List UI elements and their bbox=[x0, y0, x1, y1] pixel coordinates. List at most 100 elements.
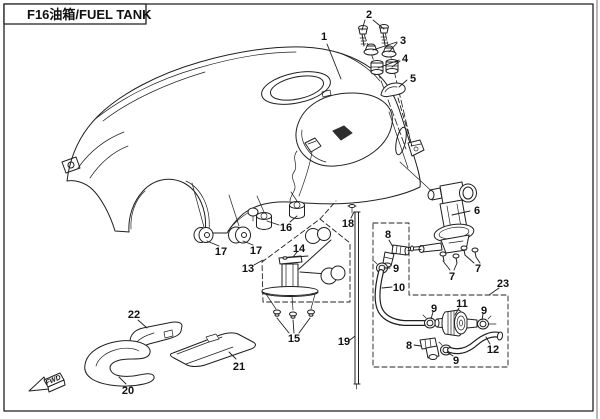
callout-16: 16 bbox=[280, 222, 292, 234]
clamp-icon bbox=[477, 315, 492, 330]
sender-pin-icon bbox=[282, 255, 309, 260]
detail-boxes bbox=[261, 200, 509, 368]
grommet-icon bbox=[256, 212, 272, 230]
bushing-icon bbox=[193, 227, 214, 243]
callout-2: 2 bbox=[366, 9, 372, 21]
tank-connector bbox=[332, 125, 353, 141]
callout-leader-16 bbox=[266, 220, 280, 226]
callout-leader-2 bbox=[372, 19, 385, 30]
hose-detail-box bbox=[372, 222, 509, 368]
bushing-icon bbox=[228, 226, 251, 244]
callout-leader-9 bbox=[481, 313, 484, 321]
callout-12: 12 bbox=[487, 344, 499, 356]
callout-leader-17 bbox=[206, 240, 220, 247]
callout-leader-10 bbox=[381, 286, 393, 289]
callout-leader-15 bbox=[298, 317, 311, 334]
callout-17: 17 bbox=[250, 245, 262, 257]
bolt-icon bbox=[358, 25, 368, 47]
callout-leader-16 bbox=[289, 215, 298, 223]
callout-9: 9 bbox=[481, 305, 487, 317]
rod-bolt-icon bbox=[347, 204, 357, 214]
sender-screw-icon bbox=[307, 309, 315, 317]
callout-leader-17 bbox=[242, 240, 254, 246]
fuel-tank-drawing bbox=[61, 46, 425, 234]
callout-leader-5 bbox=[398, 79, 408, 88]
callout-21: 21 bbox=[233, 361, 245, 373]
callout-leader-9 bbox=[446, 351, 454, 357]
vent-rod-drawing bbox=[347, 204, 361, 390]
callout-leader-7 bbox=[475, 256, 481, 264]
callout-leader-23 bbox=[488, 287, 500, 296]
callout-leader-18 bbox=[350, 211, 355, 219]
callout-7: 7 bbox=[475, 263, 481, 275]
callout-leader-12 bbox=[485, 336, 491, 345]
callout-leader-4 bbox=[377, 59, 400, 69]
clamp-icon bbox=[422, 314, 436, 329]
callout-4: 4 bbox=[402, 53, 409, 65]
callout-14: 14 bbox=[293, 243, 306, 255]
callout-leader-21 bbox=[228, 351, 237, 360]
page-title: F16油箱/FUEL TANK bbox=[27, 7, 152, 22]
callout-leader-7 bbox=[464, 254, 475, 264]
callout-leader-19 bbox=[349, 335, 356, 341]
callout-leader-6 bbox=[451, 210, 471, 216]
callout-leader-8 bbox=[413, 344, 422, 347]
rubber-pad-icon bbox=[84, 340, 155, 387]
callout-leader-22 bbox=[137, 319, 148, 329]
rear-slot bbox=[395, 126, 407, 156]
rubber-mount-icon bbox=[370, 60, 384, 75]
callout-leader-3 bbox=[388, 42, 398, 53]
callout-3: 3 bbox=[400, 35, 406, 47]
callout-9: 9 bbox=[393, 263, 399, 275]
bushings-drawing bbox=[191, 182, 251, 244]
sender-screw-icon bbox=[289, 311, 297, 319]
collar-icon bbox=[381, 45, 397, 58]
callout-20: 20 bbox=[122, 385, 134, 397]
callout-9: 9 bbox=[453, 355, 459, 367]
fuel-hose-icon bbox=[374, 269, 427, 326]
sender-plate bbox=[261, 286, 319, 296]
callout-leader-13 bbox=[253, 259, 264, 266]
sender-assembly-drawing bbox=[261, 227, 346, 319]
fwd-arrow: FWD bbox=[28, 372, 66, 393]
callout-11: 11 bbox=[456, 298, 468, 310]
tank-rear-bracket bbox=[407, 139, 425, 157]
hose-filter-drawing bbox=[373, 244, 504, 360]
callout-leader-1 bbox=[326, 43, 342, 80]
callout-leader-3 bbox=[372, 41, 398, 51]
bolt-icon bbox=[379, 24, 389, 46]
rubber-pad-icon bbox=[170, 332, 256, 367]
callout-leader-4 bbox=[391, 60, 401, 68]
callout-8: 8 bbox=[385, 229, 391, 241]
callout-1: 1 bbox=[321, 31, 327, 43]
callout-7: 7 bbox=[449, 271, 455, 283]
pump-screw-icon bbox=[460, 245, 468, 256]
callout-15: 15 bbox=[288, 333, 300, 345]
callout-9: 9 bbox=[431, 303, 437, 315]
callout-leader-20 bbox=[118, 376, 127, 385]
callout-22: 22 bbox=[128, 309, 140, 321]
callout-leader-8 bbox=[388, 239, 394, 248]
callout-leader-7 bbox=[442, 260, 451, 271]
filler-neck bbox=[261, 71, 332, 105]
elbow-fitting-icon bbox=[419, 337, 440, 360]
tank-front-bracket bbox=[61, 156, 81, 174]
tank-clip bbox=[304, 137, 322, 153]
callout-leader-9 bbox=[430, 311, 434, 320]
callout-8: 8 bbox=[406, 340, 412, 352]
callout-leader-11 bbox=[454, 307, 460, 316]
callout-leader-14 bbox=[292, 251, 298, 258]
callout-leader-15 bbox=[276, 317, 290, 334]
callout-23: 23 bbox=[497, 278, 509, 290]
pump-screw-icon bbox=[452, 253, 460, 264]
rubber-pad-icon bbox=[129, 321, 183, 349]
pump-screw-icon bbox=[471, 247, 479, 258]
fuel-pump-drawing bbox=[399, 161, 479, 264]
callout-leader-7 bbox=[453, 262, 458, 271]
callout-leader-2 bbox=[361, 19, 366, 31]
mounting-hardware-drawing bbox=[358, 24, 413, 150]
page-border bbox=[3, 0, 598, 419]
callout-leader-15 bbox=[292, 319, 295, 334]
